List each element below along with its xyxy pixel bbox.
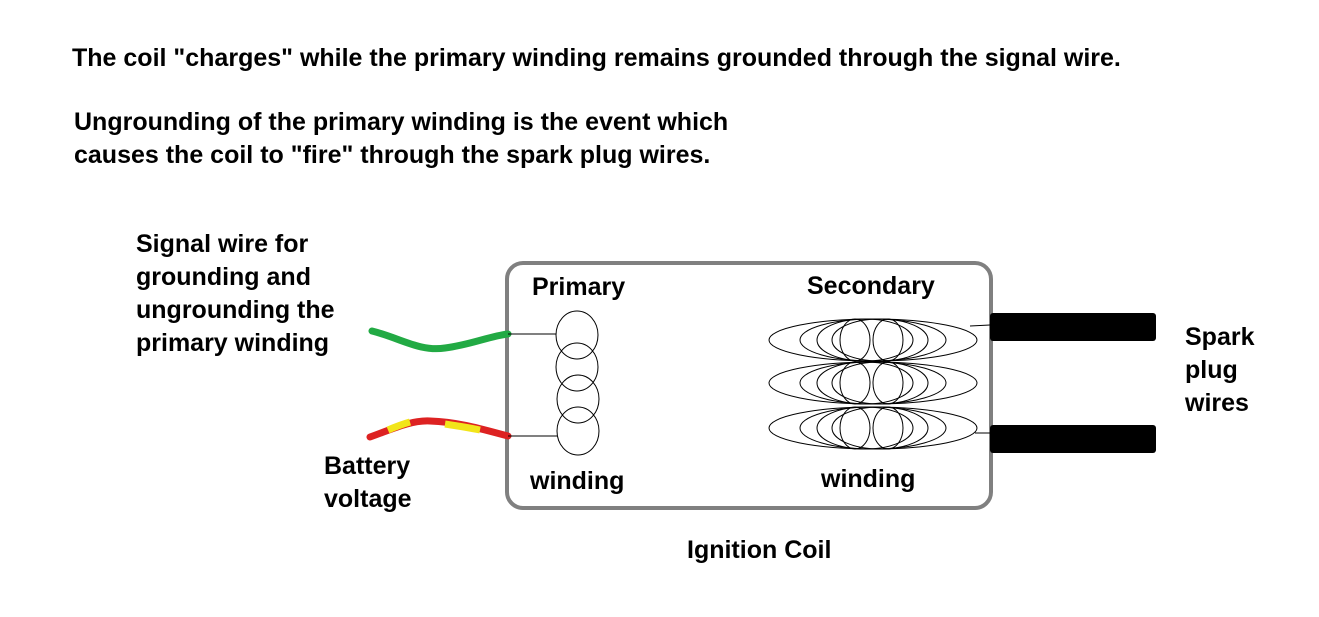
spark-plug-label-1: Spark [1185,323,1255,351]
battery-label-2: voltage [324,485,412,513]
spark-plug-wire-bottom [990,425,1156,453]
spark-plug-label-2: plug [1185,356,1238,384]
battery-label-1: Battery [324,452,411,480]
coil-housing [505,261,993,510]
signal-wire [368,327,512,353]
signal-wire-label-1: Signal wire for [136,230,309,258]
spark-plug-label-3: wires [1185,389,1249,417]
heading-line-2: Ungrounding of the primary winding is th… [74,108,729,136]
primary-label: Primary [532,273,626,301]
secondary-winding-label: winding [821,465,916,493]
primary-winding-label: winding [530,467,625,495]
secondary-winding-coil [768,318,978,450]
signal-wire-label-3: ungrounding the [136,296,335,324]
battery-wire [366,417,512,441]
primary-winding-coil [555,310,600,456]
signal-wire-label-4: primary winding [136,329,330,357]
secondary-label: Secondary [807,272,935,300]
heading-line-3: causes the coil to "fire" through the sp… [74,141,711,169]
heading-line-1: The coil "charges" while the primary win… [72,44,1121,72]
spark-plug-wire-top [990,313,1156,341]
secondary-lead-top [969,324,991,327]
ignition-coil-caption: Ignition Coil [687,536,832,564]
signal-wire-label-2: grounding and [136,263,311,291]
